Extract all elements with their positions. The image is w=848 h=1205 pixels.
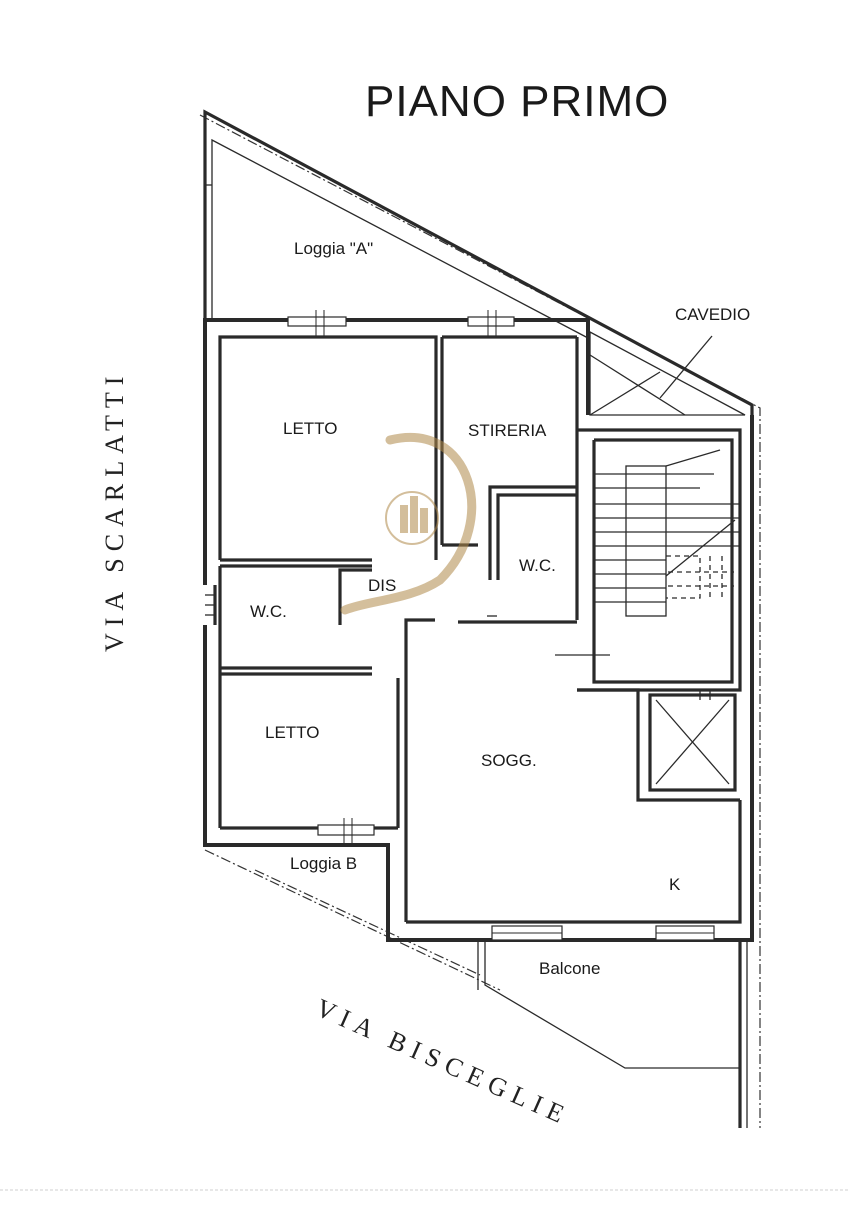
label-letto-bottom: LETTO xyxy=(265,723,319,742)
loggia-b-balcony xyxy=(235,844,748,1128)
label-cavedio: CAVEDIO xyxy=(675,305,750,324)
window-letto-bottom xyxy=(317,818,375,845)
window-letto-top xyxy=(287,310,347,336)
plan-title: PIANO PRIMO xyxy=(365,77,669,126)
label-loggia-a: Loggia "A" xyxy=(294,239,373,258)
street-via-scarlatti: VIA SCARLATTI xyxy=(100,370,129,652)
street-via-bisceglie: VIA BISCEGLIE xyxy=(312,993,575,1131)
property-boundary xyxy=(199,114,761,1128)
label-dis: DIS xyxy=(368,576,396,595)
label-stireria: STIRERIA xyxy=(468,421,547,440)
label-kitchen: K xyxy=(669,875,681,894)
label-soggiorno: SOGG. xyxy=(481,751,537,770)
building-walls xyxy=(203,318,754,942)
lift-shaft xyxy=(577,688,740,802)
loggia-a-outline xyxy=(203,109,754,418)
label-balcone: Balcone xyxy=(539,959,600,978)
window-soggiorno xyxy=(491,925,563,941)
staircase-block xyxy=(577,428,742,692)
label-wc-right: W.C. xyxy=(519,556,556,575)
cavedio-shaft xyxy=(589,330,746,416)
label-letto-top: LETTO xyxy=(283,419,337,438)
window-kitchen xyxy=(655,925,715,941)
windows xyxy=(287,310,715,941)
building-icon xyxy=(400,505,408,533)
agency-watermark xyxy=(340,433,477,615)
window-stireria xyxy=(467,310,515,336)
label-loggia-b: Loggia B xyxy=(290,854,357,873)
interior-walls xyxy=(218,335,742,924)
label-wc-left: W.C. xyxy=(250,602,287,621)
